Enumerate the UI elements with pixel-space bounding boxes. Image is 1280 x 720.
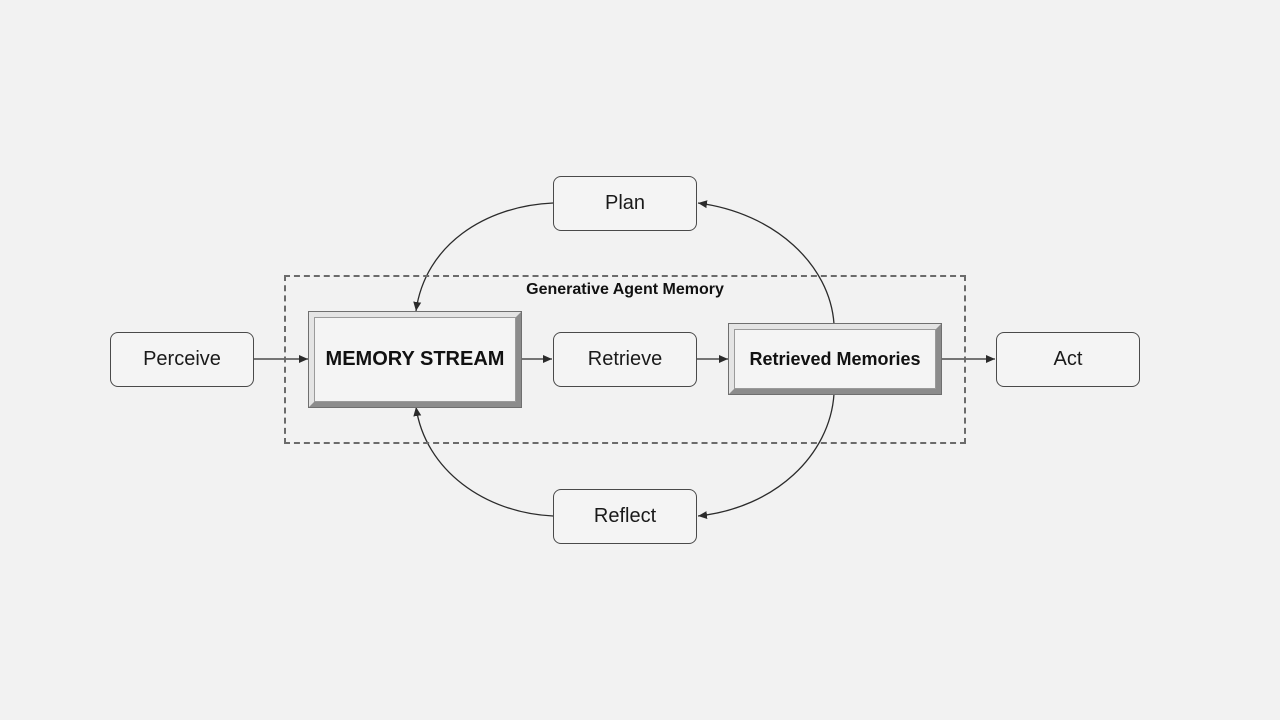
node-retrieve: Retrieve xyxy=(553,332,697,387)
edge-retrieved-memories-to-plan xyxy=(697,200,835,325)
edge-plan-to-memory-stream xyxy=(413,202,554,312)
generative-agent-memory-group xyxy=(284,275,966,444)
node-memory-stream: MEMORY STREAM xyxy=(308,311,522,408)
node-plan: Plan xyxy=(553,176,697,231)
edge-reflect-to-memory-stream xyxy=(413,406,554,517)
edge-retrieved-memories-to-reflect xyxy=(697,393,835,520)
node-act: Act xyxy=(996,332,1140,387)
group-label: Generative Agent Memory xyxy=(526,281,724,298)
node-perceive: Perceive xyxy=(110,332,254,387)
node-reflect: Reflect xyxy=(553,489,697,544)
node-retrieved-memories: Retrieved Memories xyxy=(728,323,942,395)
